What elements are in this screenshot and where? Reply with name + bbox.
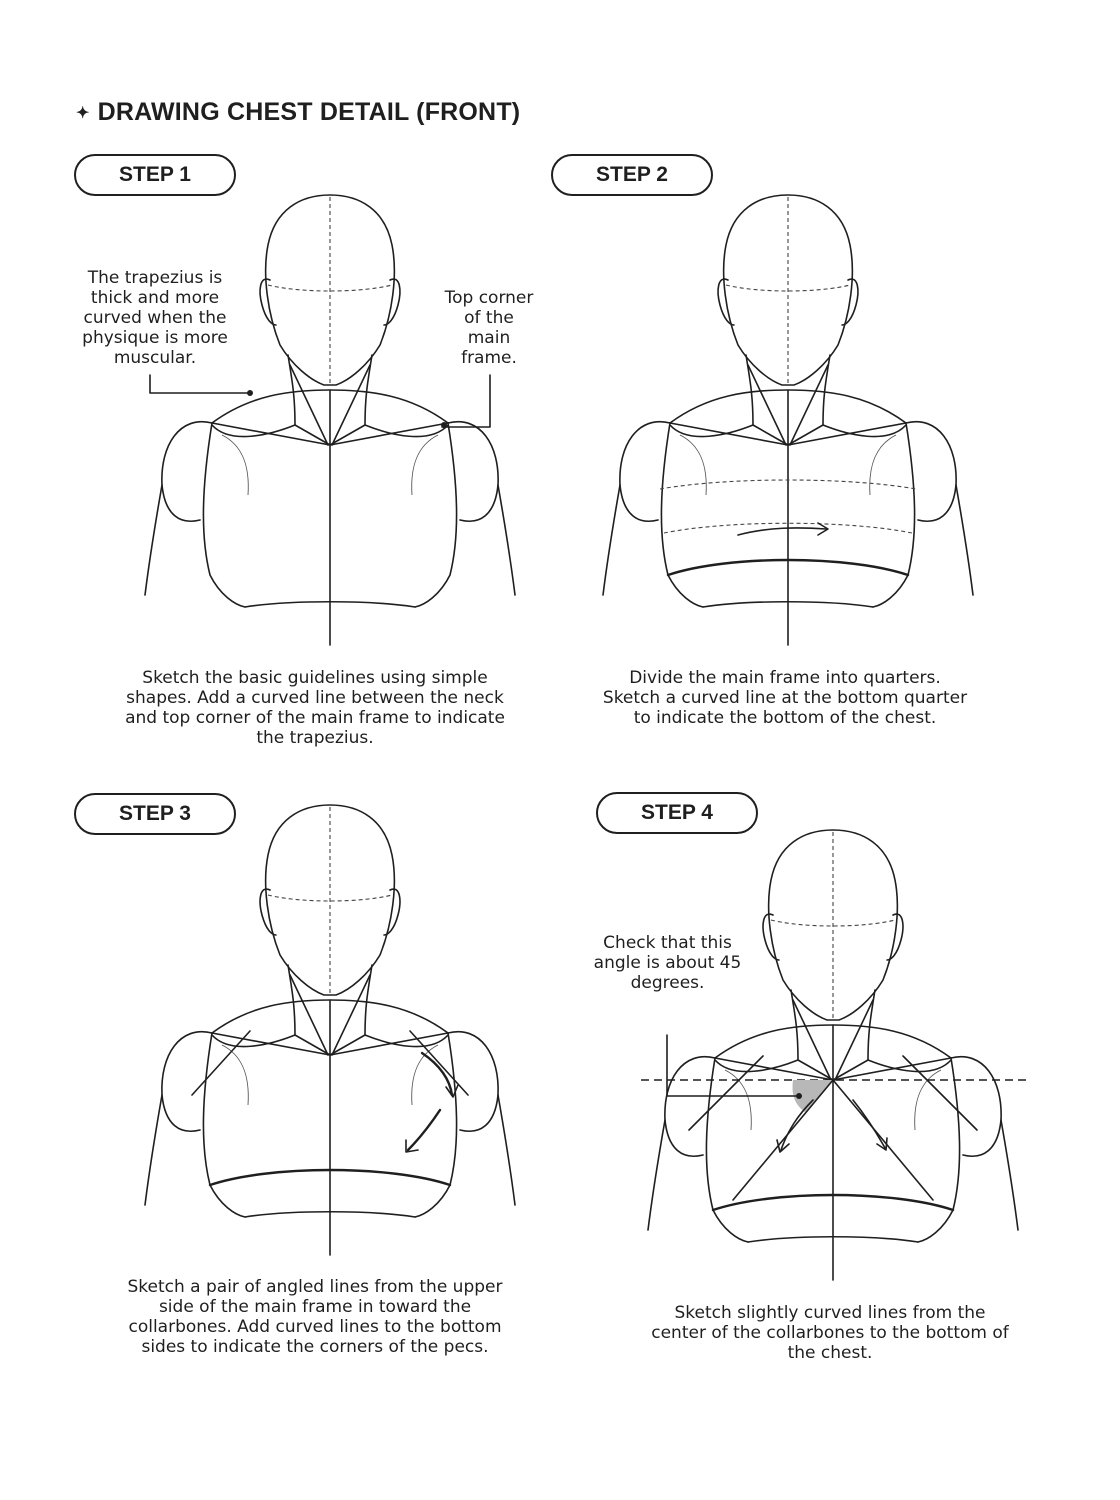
step-4-label: STEP 4 — [596, 792, 758, 834]
step-3-label: STEP 3 — [74, 793, 236, 835]
step-2-caption: Divide the main frame into quarters. Ske… — [602, 668, 968, 728]
sparkle-icon: ✦ — [76, 104, 90, 122]
trapezius-note: The trapezius is thick and more curved w… — [82, 268, 228, 368]
step-1-caption: Sketch the basic guidelines using simple… — [125, 668, 505, 748]
angle-note: Check that this angle is about 45 degree… — [593, 933, 742, 993]
step-3-figure — [144, 804, 516, 1256]
step-4-figure — [641, 829, 1028, 1281]
step-4-caption: Sketch slightly curved lines from the ce… — [651, 1303, 1009, 1363]
step-2-figure — [602, 194, 974, 646]
top-corner-note: Top corner of the main frame. — [444, 288, 534, 368]
step-2-label: STEP 2 — [551, 154, 713, 196]
page-title-text: DRAWING CHEST DETAIL (FRONT) — [97, 98, 521, 126]
step-3-caption: Sketch a pair of angled lines from the u… — [127, 1277, 503, 1357]
page-title: ✦ DRAWING CHEST DETAIL (FRONT) — [76, 98, 520, 127]
step-1-label: STEP 1 — [74, 154, 236, 196]
step-1-figure — [144, 194, 516, 646]
